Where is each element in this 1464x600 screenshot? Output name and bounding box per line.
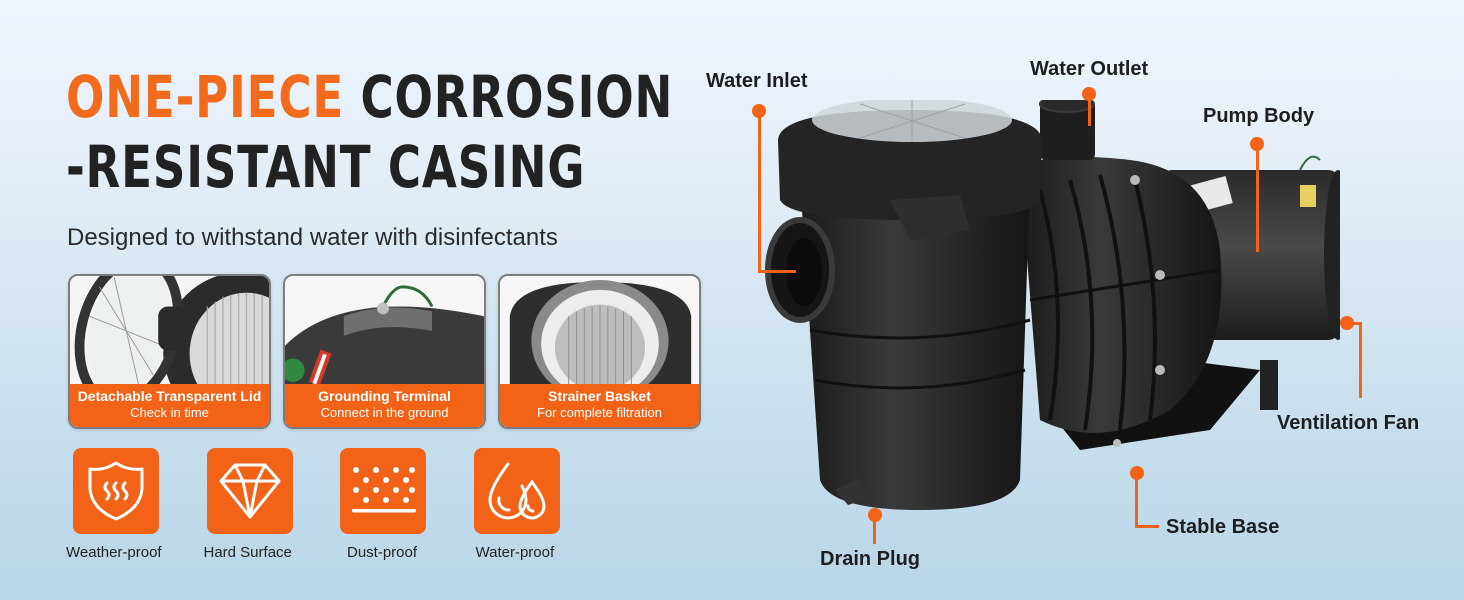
headline-line1: CORROSION (344, 63, 674, 131)
callout-leader (1346, 322, 1362, 325)
water-drops-icon (473, 448, 560, 534)
feature-hard-surface: Hard Surface (203, 448, 341, 568)
callout-leader (758, 270, 796, 273)
callout-drain-plug: Drain Plug (820, 548, 921, 570)
callout-leader (758, 111, 761, 272)
callout-ventilation-fan: Ventilation Fan (1277, 412, 1420, 434)
callout-leader (1135, 472, 1138, 528)
card-subtitle: Check in time (130, 405, 209, 420)
card-label: Detachable Transparent Lid Check in time (70, 384, 269, 427)
card-title: Grounding Terminal (318, 388, 451, 404)
headline-line2: -RESISTANT CASING (66, 133, 586, 201)
callout-leader (1088, 94, 1091, 126)
feature-label: Dust-proof (347, 544, 418, 561)
feature-list: Weather-proof Hard Surface Dust-proof (66, 448, 608, 568)
feature-weather-proof: Weather-proof (66, 448, 207, 568)
feature-label: Hard Surface (203, 544, 292, 561)
feature-water-proof: Water-proof (473, 448, 608, 568)
subtitle: Designed to withstand water with disinfe… (67, 224, 558, 251)
feature-label: Water-proof (475, 544, 555, 561)
callout-leader (873, 514, 876, 544)
card-grounding-terminal: Grounding Terminal Connect in the ground (283, 274, 486, 429)
detail-cards: Detachable Transparent Lid Check in time… (68, 274, 701, 429)
grounding-terminal-photo (285, 277, 484, 386)
shield-heat-icon (73, 448, 159, 534)
card-subtitle: For complete filtration (537, 405, 662, 420)
strainer-basket-photo (500, 277, 699, 386)
diamond-icon (206, 448, 293, 534)
callout-stable-base: Stable Base (1166, 516, 1280, 538)
pool-pump-image (765, 100, 1340, 510)
headline-accent: ONE-PIECE (66, 63, 345, 131)
callout-pump-body: Pump Body (1203, 105, 1315, 127)
card-title: Detachable Transparent Lid (77, 388, 262, 404)
dust-icon (340, 448, 426, 534)
feature-label: Weather-proof (66, 544, 162, 561)
callout-leader (1256, 144, 1259, 252)
card-label: Strainer Basket For complete filtration (500, 384, 699, 427)
feature-dust-proof: Dust-proof (340, 448, 474, 568)
callout-water-outlet: Water Outlet (1030, 58, 1149, 80)
callout-leader (1359, 322, 1362, 398)
callout-water-inlet: Water Inlet (706, 70, 808, 92)
card-label: Grounding Terminal Connect in the ground (285, 384, 484, 427)
card-title: Strainer Basket (548, 388, 651, 404)
card-transparent-lid: Detachable Transparent Lid Check in time (68, 274, 271, 429)
card-subtitle: Connect in the ground (320, 405, 449, 420)
headline: ONE-PIECE CORROSION -RESISTANT CASING (66, 62, 673, 202)
transparent-lid-photo (70, 276, 269, 386)
card-strainer-basket: Strainer Basket For complete filtration (498, 274, 701, 429)
callout-leader (1135, 525, 1159, 528)
